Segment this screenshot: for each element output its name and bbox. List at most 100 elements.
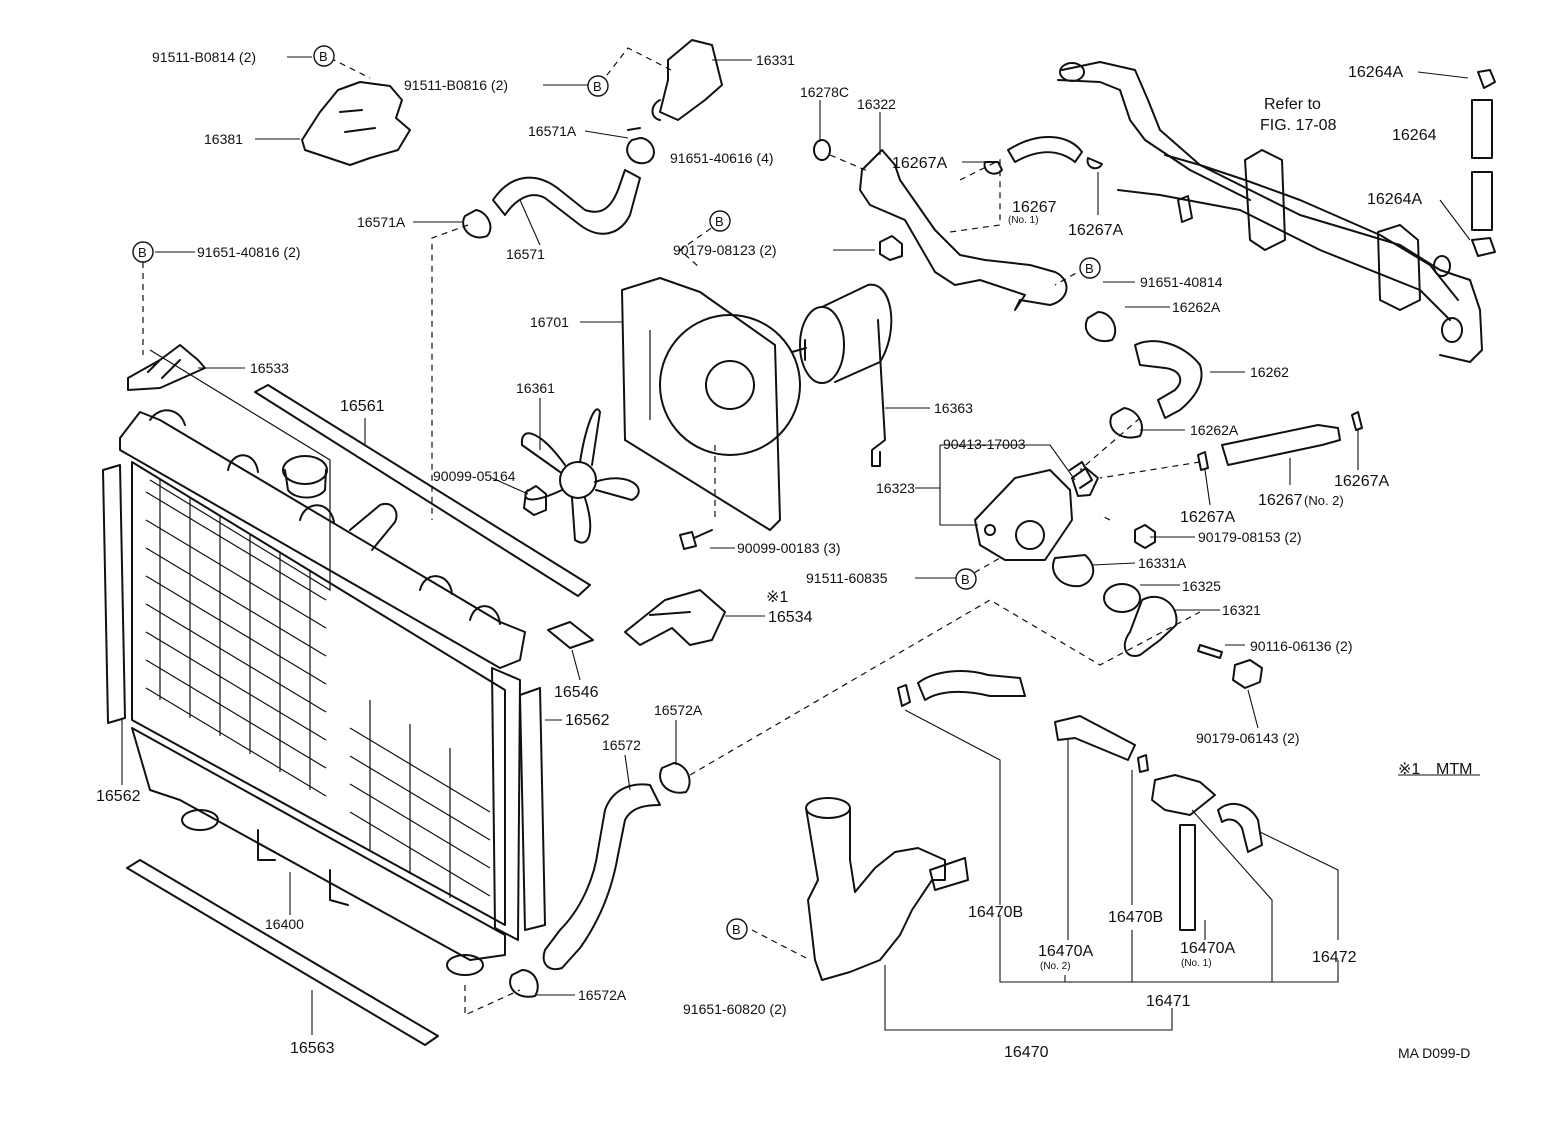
- part-number-labels: 91511-B0814 (2) 91511-B0816 (2) 16331 16…: [96, 49, 1472, 1061]
- radiator-support-bracket-upper: [127, 344, 206, 391]
- label-16562-left: 16562: [96, 788, 141, 805]
- label-16571a-left: 16571A: [357, 214, 406, 230]
- svg-text:B: B: [1085, 261, 1094, 276]
- label-91651-40616: 91651-40616 (4): [670, 150, 774, 166]
- label-note-mark-16534: ※1: [766, 589, 788, 606]
- water-hose-no1: [1007, 136, 1083, 163]
- label-16267-no2-sub: (No. 2): [1304, 493, 1344, 508]
- hose-clamp-upper-a: [626, 127, 655, 165]
- label-16470a-no2-sub: (No. 2): [1040, 961, 1071, 972]
- label-refer-line2: FIG. 17-08: [1260, 117, 1337, 134]
- assembly-dashed-lines: [142, 47, 1201, 1016]
- label-16267-no2: 16267: [1258, 492, 1303, 509]
- hose-clamp-16262a-upper: [1084, 311, 1117, 343]
- label-16572a-top: 16572A: [654, 702, 703, 718]
- label-16267-no1-sub: (No. 1): [1008, 215, 1039, 226]
- label-16331a: 16331A: [1138, 555, 1187, 571]
- label-16470a-no1: 16470A: [1180, 940, 1235, 957]
- hose-clamp-16262a-lower: [1109, 407, 1143, 439]
- label-16267a-4: 16267A: [1334, 473, 1389, 490]
- label-16381: 16381: [204, 131, 243, 147]
- hose-clip-c: [1351, 411, 1363, 431]
- leader-lines: [121, 56, 1480, 1035]
- label-16571: 16571: [506, 246, 545, 262]
- label-16572a-low: 16572A: [578, 987, 627, 1003]
- hose-clip-d: [1197, 451, 1209, 471]
- diagram-code: MA D099-D: [1398, 1045, 1470, 1061]
- label-16563: 16563: [290, 1040, 335, 1057]
- overflow-hose-16470b: [917, 670, 1026, 701]
- nut-90179-08153: [1134, 524, 1156, 549]
- overflow-tube-16470a-no1: [1179, 824, 1196, 931]
- label-16470a-no2: 16470A: [1038, 943, 1093, 960]
- thermostat: [1052, 554, 1095, 588]
- label-16264a-top: 16264A: [1348, 64, 1403, 81]
- hose-clamp-16572a-top: [659, 762, 691, 794]
- label-91511-b0816: 91511-B0816 (2): [404, 77, 508, 93]
- radiator-bottom-seal: [126, 859, 439, 1046]
- label-16471: 16471: [1146, 993, 1191, 1010]
- label-90116-06136: 90116-06136 (2): [1250, 638, 1352, 654]
- svg-text:B: B: [961, 572, 970, 587]
- label-16562-right: 16562: [565, 712, 610, 729]
- nut-90099-05164: [523, 485, 547, 516]
- label-16361: 16361: [516, 380, 555, 396]
- reserve-tank: [805, 797, 969, 981]
- hose-clip-16264a-mid: [1471, 237, 1496, 257]
- label-note-mark: ※1: [1398, 761, 1420, 778]
- bypass-fitting: [1071, 467, 1099, 497]
- thermostat-gasket: [1103, 583, 1141, 613]
- hose-16264-lower: [1471, 171, 1493, 231]
- label-16322: 16322: [857, 96, 896, 112]
- radiator-side-seal-right: [519, 687, 546, 931]
- water-inlet-housing: [974, 461, 1093, 561]
- label-16267a-2: 16267A: [1068, 222, 1123, 239]
- clip-16470-a: [897, 684, 911, 707]
- label-16470b-2: 16470B: [1108, 909, 1163, 926]
- fan-shroud: [621, 277, 801, 531]
- water-bypass-pipe-assembly: [1057, 61, 1483, 363]
- label-16262a-top: 16262A: [1172, 299, 1221, 315]
- label-90413-17003: 90413-17003: [943, 436, 1026, 452]
- label-16321: 16321: [1222, 602, 1261, 618]
- label-16267-no1: 16267: [1012, 199, 1057, 216]
- nut-90179-06143: [1232, 659, 1263, 689]
- label-91651-40814: 91651-40814: [1140, 274, 1223, 290]
- label-16561: 16561: [340, 398, 385, 415]
- label-16267a-3: 16267A: [1180, 509, 1235, 526]
- label-16572: 16572: [602, 737, 641, 753]
- label-16325: 16325: [1182, 578, 1221, 594]
- radiator-top-seal: [254, 384, 591, 597]
- label-16472: 16472: [1312, 949, 1357, 966]
- label-16363: 16363: [934, 400, 973, 416]
- water-inlet-pipe: [859, 149, 1068, 311]
- water-hose-16262: [1134, 340, 1203, 419]
- hose-clip-16264a-top: [1477, 69, 1496, 89]
- label-16331: 16331: [756, 52, 795, 68]
- label-16262a-low: 16262A: [1190, 422, 1239, 438]
- label-16571a-top: 16571A: [528, 123, 577, 139]
- reservoir-cap-bracket: [1151, 774, 1216, 816]
- hose-16264-upper: [1471, 99, 1493, 159]
- fan-motor: [791, 283, 893, 467]
- hose-clip-a: [983, 161, 1003, 175]
- label-90179-06143: 90179-06143 (2): [1196, 730, 1300, 746]
- label-16534: 16534: [768, 609, 813, 626]
- label-16278c: 16278C: [800, 84, 849, 100]
- label-refer-line1: Refer to: [1264, 96, 1321, 113]
- label-91651-60820: 91651-60820 (2): [683, 1001, 787, 1017]
- svg-text:B: B: [593, 79, 602, 94]
- svg-text:B: B: [319, 49, 328, 64]
- label-16701: 16701: [530, 314, 569, 330]
- label-90099-05164: 90099-05164: [433, 468, 516, 484]
- lower-radiator-hose: [542, 783, 661, 970]
- label-91651-40816: 91651-40816 (2): [197, 244, 301, 260]
- clip-16470-b: [1137, 754, 1149, 773]
- label-16470b-1: 16470B: [968, 904, 1023, 921]
- label-16262: 16262: [1250, 364, 1289, 380]
- label-note-text: MTM: [1436, 761, 1472, 778]
- label-16470a-no1-sub: (No. 1): [1181, 958, 1212, 969]
- cooling-fan: [520, 408, 640, 544]
